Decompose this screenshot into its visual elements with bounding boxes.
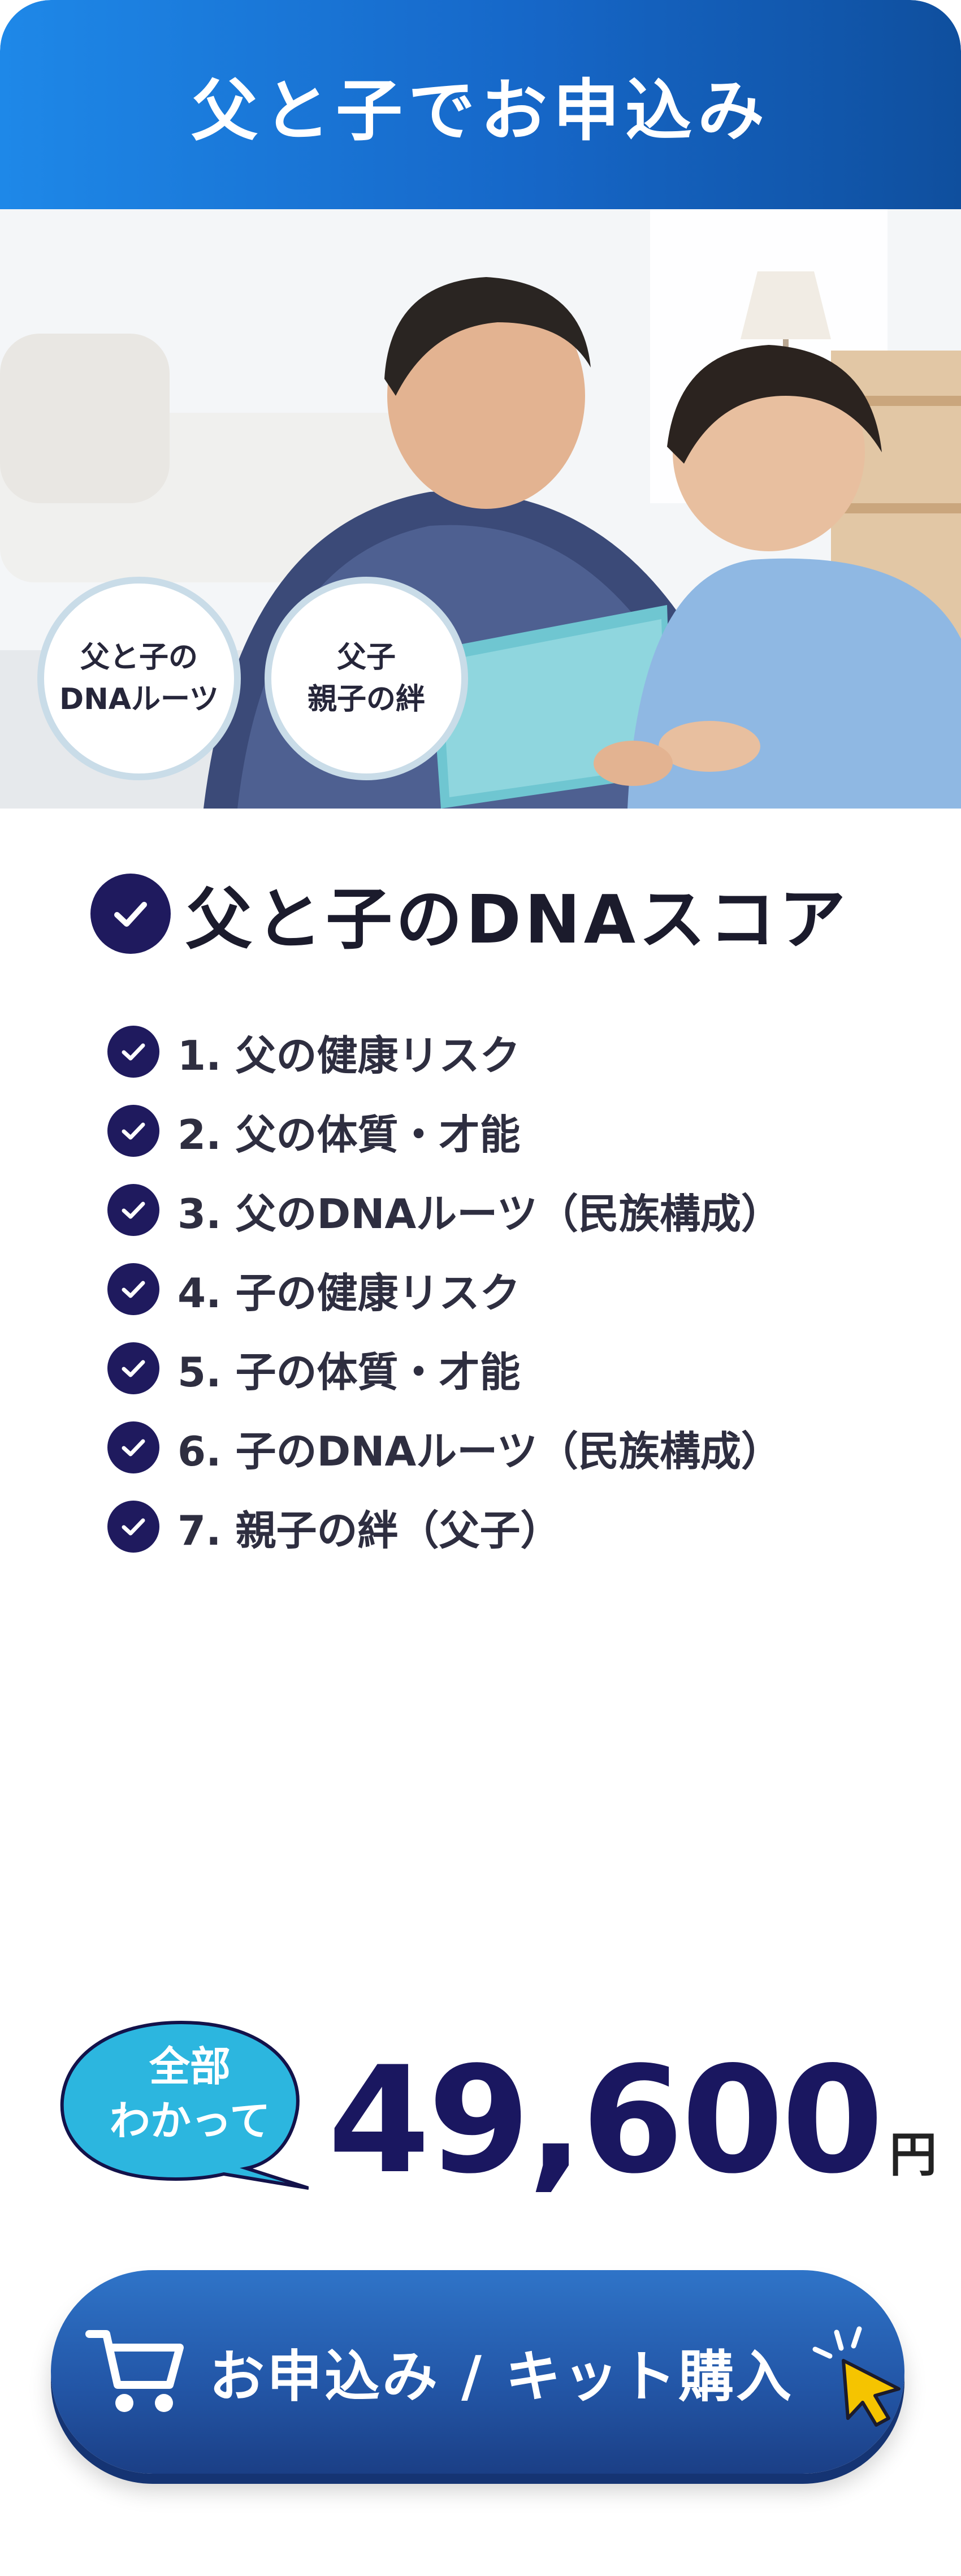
list-item-label: 4. 子の健康リスク [178,1269,521,1317]
price: 49,600 円 [328,2035,937,2206]
check-circle-icon [107,1501,159,1553]
parent-child-bond-badge: 父子 親子の絆 [265,577,468,780]
bubble-text: 全部 わかって [66,2039,314,2148]
list-item: 5. 子の体質・才能 [107,1329,782,1408]
badge-line: 父と子の [80,641,198,675]
check-circle-icon [90,873,171,954]
badge-line: DNAルーツ [59,682,219,716]
list-item-label: 3. 父のDNAルーツ（民族構成） [178,1190,782,1238]
list-item: 7. 親子の絆（父子） [107,1487,782,1566]
speech-bubble: 全部 わかって [54,2016,309,2197]
score-item-list: 1. 父の健康リスク 2. 父の体質・才能 3. 父のDNAルーツ（民族構成） … [107,1012,782,1566]
price-value: 49,600 [328,2035,884,2206]
check-circle-icon [107,1263,159,1315]
check-circle-icon [107,1026,159,1078]
check-circle-icon [107,1342,159,1394]
list-item: 2. 父の体質・才能 [107,1091,782,1170]
list-item-label: 1. 父の健康リスク [178,1031,521,1079]
list-item-label: 2. 父の体質・才能 [178,1110,521,1159]
score-title: 父と子のDNAスコア [185,880,850,958]
header-title: 父と子でお申込み [191,71,770,150]
list-item: 1. 父の健康リスク [107,1012,782,1091]
price-unit: 円 [889,2127,937,2182]
badge-line: 親子の絆 [307,682,425,716]
hero-photo [0,209,961,809]
list-item-label: 7. 親子の絆（父子） [178,1506,561,1554]
bubble-line: わかって [109,2097,271,2145]
purchase-button-label: お申込み / キット購入 [209,2345,794,2409]
card-header: 父と子でお申込み [0,0,961,209]
list-item: 6. 子のDNAルーツ（民族構成） [107,1408,782,1487]
father-son-illustration [0,209,961,809]
purchase-button[interactable]: お申込み / キット購入 [51,2270,904,2474]
dna-roots-badge: 父と子の DNAルーツ [37,577,241,780]
badge-line: 父子 [336,641,396,675]
speech-bubble-shape [60,2020,309,2190]
check-circle-icon [107,1105,159,1157]
list-item: 4. 子の健康リスク [107,1250,782,1329]
score-heading: 父と子のDNAスコア [90,865,849,962]
check-circle-icon [107,1421,159,1473]
list-item-label: 5. 子の体質・才能 [178,1348,521,1396]
bubble-line: 全部 [149,2043,231,2090]
list-item-label: 6. 子のDNAルーツ（民族構成） [178,1427,782,1475]
shopping-cart-icon [85,2330,184,2412]
list-item: 3. 父のDNAルーツ（民族構成） [107,1170,782,1250]
click-pointer-icon [812,2326,901,2427]
check-circle-icon [107,1184,159,1236]
